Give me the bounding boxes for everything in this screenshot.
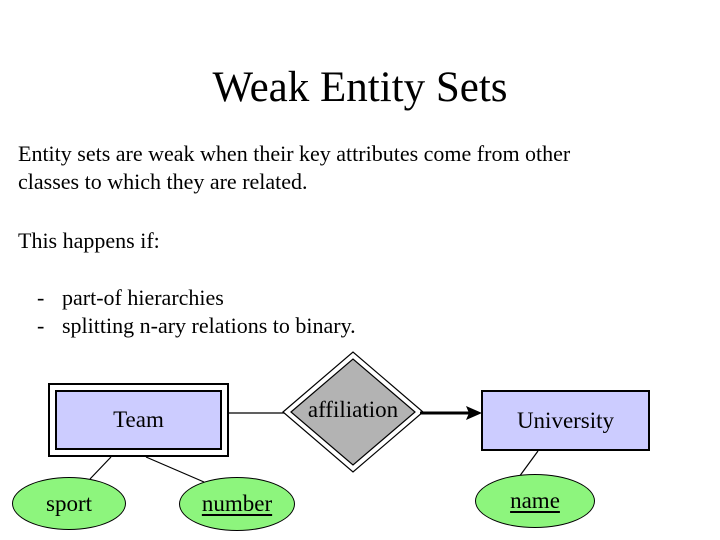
attribute-name-key: name [475, 474, 595, 528]
arrowhead-icon [466, 406, 482, 420]
entity-university-label: University [516, 407, 615, 433]
bullet-text: part-of hierarchies [62, 285, 224, 310]
entity-university: University [481, 390, 650, 451]
bullet-item-2: - splitting n-ary relations to binary. [37, 312, 356, 340]
bullet-marker: - [37, 285, 45, 310]
slide-title: Weak Entity Sets [212, 64, 508, 111]
bullet-item-1: - part-of hierarchies [37, 284, 356, 312]
intro-line-2: classes to which they are related. [18, 169, 308, 194]
connector-university-name [518, 450, 539, 478]
entity-team-label: Team [113, 407, 164, 432]
attribute-sport-label: sport [46, 490, 92, 516]
relationship-affiliation-label: affiliation [307, 397, 399, 422]
intro-line-1: Entity sets are weak when their key attr… [18, 141, 571, 166]
bullet-text: splitting n-ary relations to binary. [62, 313, 356, 338]
relationship-diamond [290, 358, 416, 466]
bullet-marker: - [37, 313, 45, 338]
attribute-number-label: number [201, 491, 273, 516]
entity-team: Team [55, 390, 222, 450]
attribute-name-label: name [510, 488, 560, 513]
bullet-list: - part-of hierarchies - splitting n-ary … [37, 284, 356, 340]
entity-team-weak-outline: Team [48, 383, 229, 457]
intro-paragraph: Entity sets are weak when their key attr… [18, 140, 678, 196]
lead-in-text: This happens if: [18, 228, 160, 253]
connector-team-sport [89, 456, 112, 480]
attribute-number-key: number [179, 477, 295, 531]
attribute-sport: sport [12, 477, 126, 530]
connector-team-number [145, 456, 205, 483]
